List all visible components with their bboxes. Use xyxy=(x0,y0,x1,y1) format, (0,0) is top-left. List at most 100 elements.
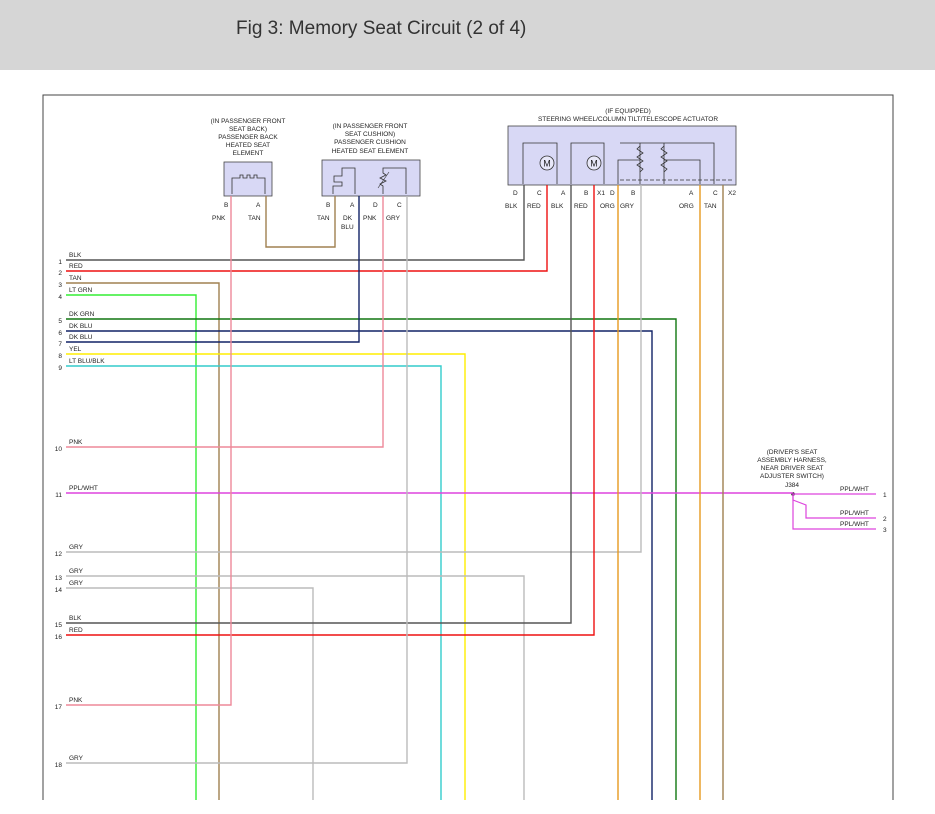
circuit-wire-5 xyxy=(66,318,677,800)
circuit-wire-1 xyxy=(66,185,525,261)
actuator-component: (IF EQUIPPED) STEERING WHEEL/COLUMN TILT… xyxy=(505,108,737,210)
actuator-label-2: STEERING WHEEL/COLUMN TILT/TELESCOPE ACT… xyxy=(538,116,718,123)
actuator-pin-5: X1 xyxy=(597,190,605,197)
back-heater-component: (IN PASSENGER FRONT SEAT BACK) PASSENGER… xyxy=(211,118,286,222)
back-heater-label-3: PASSENGER BACK xyxy=(218,134,278,141)
circuit-color-label-11: PPL/WHT xyxy=(69,485,98,492)
circuit-wire-17 xyxy=(66,196,232,706)
sensor-circuit xyxy=(617,142,715,184)
thermistor-slash xyxy=(377,171,390,189)
circuit-color-label-15: BLK xyxy=(69,615,82,622)
circuit-wire-9 xyxy=(66,365,442,800)
circuit-color-label-9: LT BLU/BLK xyxy=(69,358,105,365)
circuit-wire-3 xyxy=(66,282,220,800)
splice-label-4: ADJUSTER SWITCH) xyxy=(760,473,824,480)
actuator-pin-4: B xyxy=(584,190,588,197)
cushion-heater-box xyxy=(321,159,421,197)
actuator-pin-7: B xyxy=(631,190,635,197)
splice-out-num-1: 1 xyxy=(883,492,887,499)
motor-1-icon xyxy=(539,155,555,171)
actuator-pin-6: D xyxy=(610,190,615,197)
splice-label-3: NEAR DRIVER SEAT xyxy=(761,465,824,472)
figure-title: Fig 3: Memory Seat Circuit (2 of 4) xyxy=(236,18,527,39)
circuit-wire-7 xyxy=(66,196,360,343)
actuator-wire-4: RED xyxy=(574,203,588,210)
circuit-number-13: 13 xyxy=(55,575,63,582)
circuit-color-label-5: DK GRN xyxy=(69,311,95,318)
circuit-wire-18 xyxy=(66,196,408,764)
motor-2-letter: M xyxy=(590,159,598,169)
circuit-color-label-12: GRY xyxy=(69,544,84,551)
cushion-pin-a: A xyxy=(350,202,355,209)
back-heater-label-1: (IN PASSENGER FRONT xyxy=(211,118,286,125)
splice-j384-component: (DRIVER'S SEAT ASSEMBLY HARNESS, NEAR DR… xyxy=(757,449,887,534)
actuator-wire-5: ORG xyxy=(600,203,615,210)
figure-header xyxy=(0,0,935,70)
back-heater-label-2: SEAT BACK) xyxy=(229,126,267,133)
circuit-wire-14 xyxy=(66,587,314,800)
splice-out-color-1: PPL/WHT xyxy=(840,486,869,493)
motor-2-icon xyxy=(586,155,602,171)
circuit-wire-16 xyxy=(66,185,595,636)
circuit-wire-4 xyxy=(66,294,197,800)
diagram-frame xyxy=(42,94,894,800)
heater-jumper-tan xyxy=(265,196,336,248)
circuit-color-label-18: GRY xyxy=(69,755,84,762)
back-heater-label-4: HEATED SEAT xyxy=(226,142,270,149)
actuator-pin-8: A xyxy=(689,190,694,197)
circuit-color-label-1: BLK xyxy=(69,252,82,259)
circuit-color-label-10: PNK xyxy=(69,439,83,446)
cushion-wire-pnk: PNK xyxy=(363,215,377,222)
circuit-number-16: 16 xyxy=(55,634,63,641)
heater-element-icon xyxy=(231,174,266,194)
splice-label-1: (DRIVER'S SEAT xyxy=(767,449,818,456)
circuit-number-9: 9 xyxy=(58,365,62,372)
circuit-wire-15 xyxy=(66,185,572,624)
circuit-wire-10 xyxy=(66,196,384,448)
circuit-color-label-16: RED xyxy=(69,627,83,634)
circuit-number-2: 2 xyxy=(58,270,62,277)
motor-1-letter: M xyxy=(543,159,551,169)
splice-branch-3 xyxy=(792,494,876,530)
splice-out-color-3: PPL/WHT xyxy=(840,521,869,528)
actuator-wire-3: BLK xyxy=(551,203,564,210)
cushion-wire-blu: BLU xyxy=(341,224,354,231)
actuator-wire-2: RED xyxy=(527,203,541,210)
actuator-pin-10: X2 xyxy=(728,190,736,197)
cushion-heater-label-2: SEAT CUSHION) xyxy=(345,131,395,138)
circuit-number-1: 1 xyxy=(58,259,62,266)
circuit-color-label-13: GRY xyxy=(69,568,84,575)
circuit-color-label-2: RED xyxy=(69,263,83,270)
circuit-wire-12 xyxy=(66,185,642,553)
actuator-pin-9: C xyxy=(713,190,718,197)
cushion-wire-dk: DK xyxy=(343,215,353,222)
actuator-label-1: (IF EQUIPPED) xyxy=(605,108,651,115)
cushion-wire-gry: GRY xyxy=(386,215,401,222)
circuit-color-label-7: DK BLU xyxy=(69,334,93,341)
potentiometer-1-icon xyxy=(636,145,644,173)
cushion-heater-label-4: HEATED SEAT ELEMENT xyxy=(332,148,409,155)
circuit-number-18: 18 xyxy=(55,762,63,769)
circuit-number-12: 12 xyxy=(55,551,63,558)
cushion-pin-c: C xyxy=(397,202,402,209)
circuit-number-11: 11 xyxy=(55,492,62,499)
actuator-wire-8: TAN xyxy=(704,203,717,210)
splice-label-5: J384 xyxy=(785,482,799,489)
actuator-pin-3: A xyxy=(561,190,566,197)
potentiometer-2-icon xyxy=(660,145,668,173)
circuit-wire-8 xyxy=(66,353,466,800)
actuator-pin-2: C xyxy=(537,190,542,197)
circuit-color-label-4: LT GRN xyxy=(69,287,93,294)
motor-1-loop xyxy=(522,142,558,184)
back-heater-pin-a: A xyxy=(256,202,261,209)
circuit-number-17: 17 xyxy=(55,704,63,711)
circuit-wire-6 xyxy=(66,330,653,800)
cushion-heater-element-icon xyxy=(332,167,356,194)
actuator-wire-6: GRY xyxy=(620,203,635,210)
cushion-pin-d: D xyxy=(373,202,378,209)
back-heater-wire-pnk: PNK xyxy=(212,215,226,222)
circuit-number-5: 5 xyxy=(58,318,62,325)
actuator-wire-7: ORG xyxy=(679,203,694,210)
